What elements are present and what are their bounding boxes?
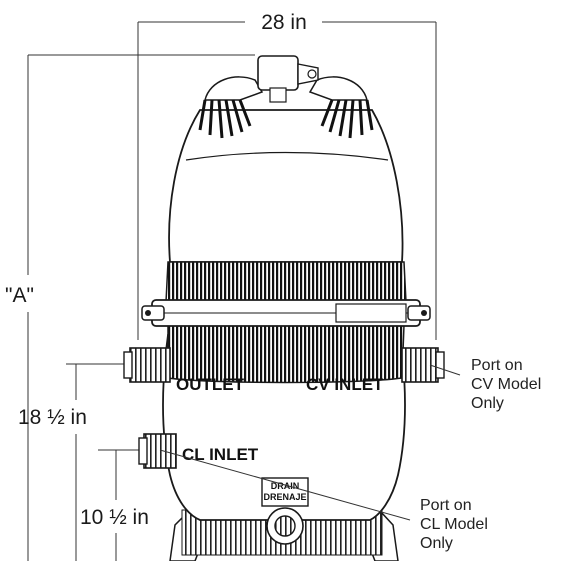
cl-inlet-label: CL INLET [182, 445, 259, 464]
height-a-dimension [27, 54, 255, 561]
drain-label-line1: DRAIN [271, 481, 300, 491]
top-valve-assembly [198, 55, 374, 139]
cv-inlet-label: CV INLET [306, 375, 384, 394]
height-a-label: "A" [5, 284, 34, 307]
lower-ribbed-band [167, 324, 405, 384]
outlet-height-label: 18 ½ in [18, 406, 87, 429]
cv-port-note: Port on CV Model Only [471, 357, 541, 412]
width-dimension-label: 28 in [261, 11, 307, 34]
upper-ribbed-band [165, 261, 407, 303]
cl-port-note: Port on CL Model Only [420, 497, 488, 552]
outlet-height-dimension [66, 363, 130, 561]
svg-text:CL Model: CL Model [420, 516, 488, 533]
filter-body [123, 55, 445, 561]
upper-dome [168, 109, 404, 263]
drain-label-line2: DRENAJE [263, 492, 306, 502]
outlet-label: OUTLET [176, 375, 245, 394]
width-dimension [137, 21, 437, 340]
clamp-band [141, 299, 431, 327]
svg-text:Only: Only [420, 535, 453, 552]
upper-dome-shoulder [185, 151, 389, 161]
svg-text:Port on: Port on [420, 497, 472, 514]
cv-port-leader [429, 364, 461, 376]
cl-port-leader [159, 449, 411, 521]
cl-inlet-height-label: 10 ½ in [80, 506, 149, 529]
cl-inlet-height-dimension [98, 449, 142, 561]
top-right-fins [320, 99, 374, 139]
outlet-port [123, 347, 171, 383]
top-left-fins [198, 99, 252, 139]
svg-text:Only: Only [471, 395, 504, 412]
svg-text:CV Model: CV Model [471, 376, 541, 393]
drain-port [261, 477, 309, 545]
cl-inlet-port [138, 433, 177, 469]
cv-inlet-port [401, 347, 445, 383]
svg-text:Port on: Port on [471, 357, 523, 374]
